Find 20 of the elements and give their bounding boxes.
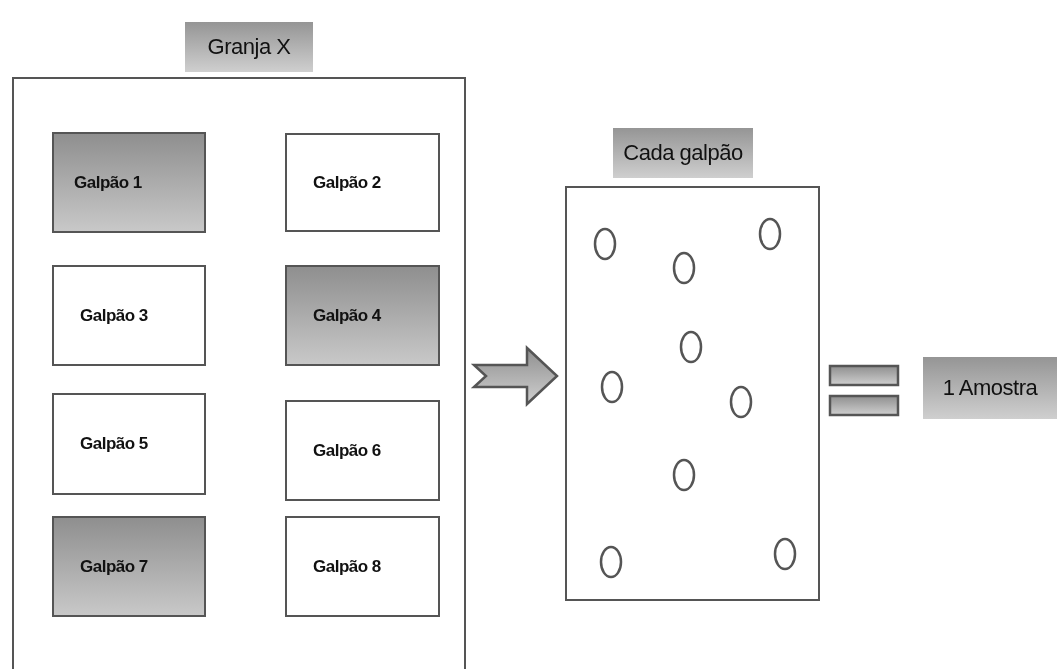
shed-label: Galpão 3	[80, 305, 148, 326]
shed-label: Galpão 6	[313, 440, 381, 461]
heading-label: Granja X	[185, 22, 313, 72]
shed-label: Galpão 4	[313, 305, 381, 326]
shed-box	[285, 400, 440, 501]
result-label: 1 Amostra	[923, 357, 1057, 419]
shed-label: Galpão 7	[80, 556, 148, 577]
block-arrow	[470, 345, 559, 407]
shed-box	[52, 393, 206, 495]
shed-box	[52, 265, 206, 366]
shed-label: Galpão 5	[80, 434, 148, 454]
shed-box	[52, 132, 206, 233]
shed-box	[285, 265, 440, 366]
shed-label: Galpão 2	[313, 172, 381, 193]
heading-label: Cada galpão	[613, 128, 753, 178]
shed-label: Galpão 8	[313, 556, 381, 577]
shed-box	[52, 516, 206, 617]
shed-box	[285, 516, 440, 617]
shed-box	[285, 133, 440, 232]
shed-label: Galpão 1	[74, 172, 142, 193]
